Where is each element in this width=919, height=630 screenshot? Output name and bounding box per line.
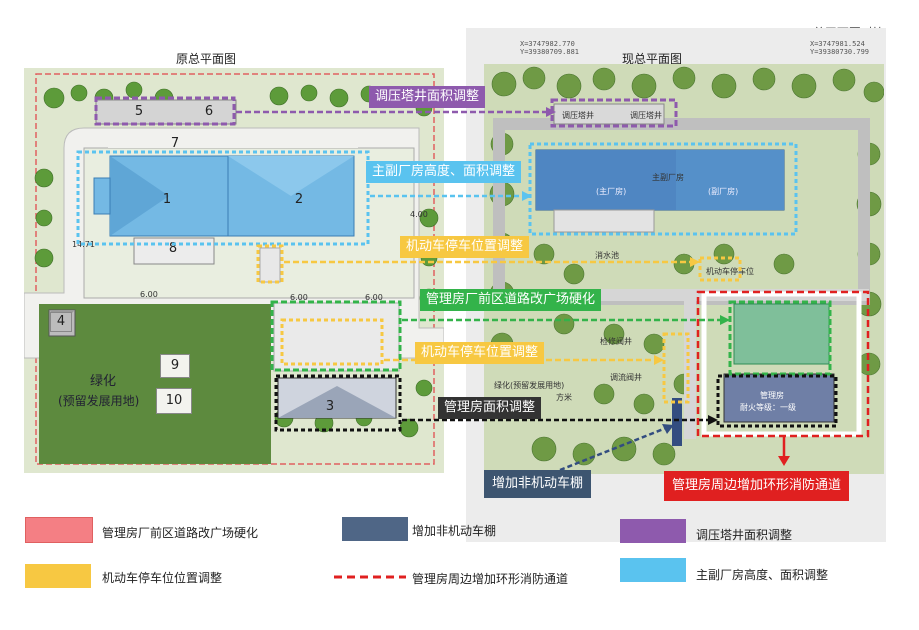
tag-plaza-adjust: 管理房厂前区道路改广场硬化 — [420, 289, 602, 311]
current-green-label: 绿化(预留发展用地) — [494, 381, 565, 390]
right-panel-title: 现总平面图 — [622, 52, 683, 66]
legend-label-plaza: 管理房厂前区道路改广场硬化 — [102, 526, 259, 540]
tag-parking-adjust-2: 机动车停车位置调整 — [415, 342, 545, 364]
legend-swatch-plaza — [25, 517, 93, 543]
legend-swatch-bike — [342, 517, 408, 541]
valve-label: 检修阀井 — [600, 337, 632, 346]
green-reserve-area — [39, 304, 271, 464]
main-hall-sub-b: (副厂房) — [708, 187, 739, 196]
main-hall-label: 主副厂房 — [652, 173, 684, 182]
dim-2: 4.00 — [410, 210, 428, 219]
label-8: 8 — [168, 241, 178, 256]
main-hall-sub-a: (主厂房) — [596, 187, 627, 196]
tag-fire-lane: 管理房周边增加环形消防通道 — [664, 471, 850, 501]
legend-label-tower: 调压塔井面积调整 — [696, 528, 793, 542]
label-1: 1 — [162, 192, 172, 207]
label-5: 5 — [134, 104, 144, 119]
flow-valve-label: 调流阀井 — [610, 373, 642, 382]
legend-swatch-main-hall — [620, 558, 686, 582]
legend-swatch-tower — [620, 519, 686, 543]
tag-bike-shed: 增加非机动车棚 — [484, 470, 592, 498]
legend-label-fire-lane: 管理房周边增加环形消防通道 — [412, 572, 569, 586]
green-label: 绿化 — [90, 374, 117, 389]
mgmt-house-label: 管理房 — [760, 391, 784, 400]
label-7: 7 — [170, 136, 180, 151]
label-3: 3 — [325, 399, 335, 414]
tag-mgmt-area-adjust: 管理房面积调整 — [438, 397, 542, 419]
area-label: 方米 — [556, 393, 572, 402]
pool-label: 消水池 — [595, 251, 619, 260]
left-panel-title: 原总平面图 — [176, 52, 237, 66]
current-tower-label-2: 调压塔井 — [630, 111, 662, 120]
tag-tower-adjust: 调压塔井面积调整 — [369, 86, 486, 108]
green-sublabel: (预留发展用地) — [58, 394, 140, 408]
label-2: 2 — [294, 192, 304, 207]
original-site-plan — [24, 68, 444, 473]
current-parking-label: 机动车停车位 — [706, 267, 754, 276]
fire-rating-label: 耐火等级：一级 — [740, 403, 796, 412]
coord-right: X=3747981.524 Y=39380730.799 — [810, 40, 870, 56]
legend-label-main-hall: 主副厂房高度、面积调整 — [696, 568, 829, 582]
legend-label-bike: 增加非机动车棚 — [412, 524, 497, 538]
dim-5: 6.00 — [365, 293, 383, 302]
legend-swatch-parking — [25, 564, 91, 588]
label-10: 10 — [156, 388, 192, 414]
coord-left: X=3747982.770 Y=39380709.881 — [520, 40, 580, 56]
tag-main-hall-adjust: 主副厂房高度、面积调整 — [366, 161, 522, 183]
dim-3: 6.00 — [140, 290, 158, 299]
dim-4: 6.00 — [290, 293, 308, 302]
tag-parking-adjust-1: 机动车停车位置调整 — [400, 236, 530, 258]
legend-label-parking: 机动车停车位位置调整 — [102, 571, 223, 585]
current-site-plan — [484, 64, 884, 474]
current-tower-label: 调压塔井 — [562, 111, 594, 120]
label-4: 4 — [50, 312, 72, 332]
label-6: 6 — [204, 104, 214, 119]
label-9: 9 — [160, 354, 190, 378]
dim-1: 14.71 — [72, 240, 95, 249]
